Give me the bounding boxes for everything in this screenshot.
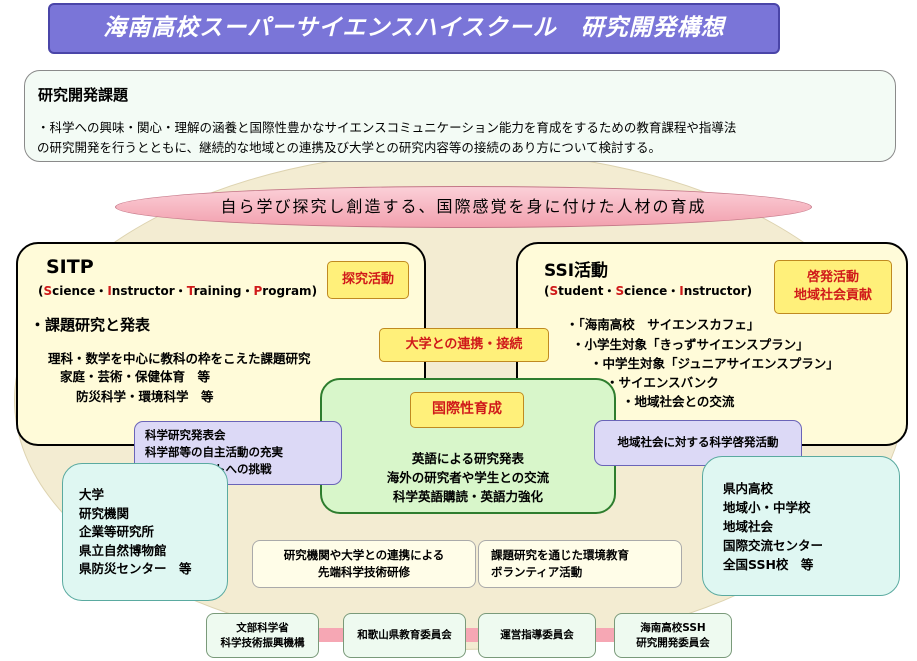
org-line: 科学技術振興機構: [220, 636, 305, 649]
international-item: 科学英語購読・英語力強化: [392, 489, 543, 504]
org-line: 海南高校SSH: [640, 621, 706, 634]
outreach-badge-line: 地域社会貢献: [793, 288, 872, 303]
org-line: 研究開発委員会: [636, 636, 710, 649]
research-topic-text-1: ・科学への興味・関心・理解の涵養と国際性豊かなサイエンスコミュニケーション能力を…: [37, 120, 737, 135]
ssi-title: SSI活動: [544, 261, 609, 281]
motto-ellipse: 自ら学び探究し創造する、国際感覚を身に付けた人材の育成: [115, 186, 812, 228]
partners-right-box: 県内高校 地域小・中学校 地域社会 国際交流センター 全国SSH校 等: [702, 456, 900, 596]
training-note-line: 研究機関や大学との連携による: [283, 548, 445, 562]
club-activity-item: 科学研究発表会: [145, 428, 226, 442]
partner-item: 県立自然博物館: [79, 542, 167, 558]
sitp-subtitle: (Science・Instructor・Training・Program): [38, 284, 318, 298]
international-badge: 国際性育成: [410, 392, 524, 428]
ssi-item: ・小学生対象「きっずサイエンスプラン」: [572, 337, 809, 352]
research-topic-text-2: の研究開発を行うとともに、継続的な地域との連携及び大学との研究内容等の接続のあり…: [37, 140, 662, 155]
ssi-subtitle: (Student・Science・Instructor): [544, 284, 753, 298]
org-line: 和歌山県教育委員会: [357, 629, 452, 641]
partner-item: 県内高校: [723, 481, 774, 496]
org-line: 運営指導委員会: [500, 629, 574, 641]
partner-item: 国際交流センター: [723, 538, 824, 553]
inquiry-badge: 探究活動: [327, 261, 409, 299]
training-note-line: 先端科学技術研修: [318, 565, 410, 579]
volunteer-note-line: 課題研究を通じた環境教育: [491, 548, 629, 562]
sitp-item: 家庭・芸術・保健体育 等: [60, 369, 211, 384]
club-activity-item: 科学部等の自主活動の充実: [145, 445, 283, 459]
org-line: 文部科学省: [236, 621, 289, 634]
research-topic-panel: 研究開発課題 ・科学への興味・関心・理解の涵養と国際性豊かなサイエンスコミュニケ…: [24, 70, 896, 162]
partner-item: 研究機関: [79, 505, 130, 521]
training-note: 研究機関や大学との連携による 先端科学技術研修: [252, 540, 476, 588]
partners-left-box: 大学 研究機関 企業等研究所 県立自然博物館 県防災センター 等: [62, 463, 228, 601]
volunteer-note-line: ボランティア活動: [491, 565, 583, 579]
volunteer-note: 課題研究を通じた環境教育 ボランティア活動: [478, 540, 682, 588]
research-topic-heading: 研究開発課題: [38, 86, 129, 104]
sitp-item: 理科・数学を中心に教科の枠をこえた課題研究: [48, 351, 311, 366]
ssi-item: ・中学生対象「ジュニアサイエンスプラン」: [590, 356, 839, 371]
sitp-title: SITP: [46, 256, 94, 278]
org-wakayama-board: 和歌山県教育委員会: [343, 613, 466, 658]
partner-item: 地域社会: [723, 519, 774, 534]
outreach-badge: 啓発活動 地域社会貢献: [774, 260, 892, 314]
international-item: 英語による研究発表: [411, 451, 525, 466]
org-mext-jst: 文部科学省 科学技術振興機構: [206, 613, 319, 658]
ssi-item: ・地域社会との交流: [622, 394, 735, 409]
ssi-item: ・サイエンスバンク: [606, 375, 719, 390]
outreach-badge-line: 啓発活動: [806, 270, 859, 285]
page-title: 海南高校スーパーサイエンスハイスクール 研究開発構想: [48, 3, 780, 54]
partner-item: 企業等研究所: [79, 524, 155, 539]
partner-item: 地域小・中学校: [723, 500, 811, 515]
partner-item: 県防災センター 等: [79, 561, 192, 576]
org-steering-committee: 運営指導委員会: [478, 613, 596, 658]
ssi-item: ・「海南高校 サイエンスカフェ」: [566, 317, 760, 332]
partner-item: 大学: [79, 487, 105, 502]
university-link-badge: 大学との連携・接続: [379, 328, 549, 362]
org-kainan-ssh-committee: 海南高校SSH 研究開発委員会: [614, 613, 732, 658]
sitp-item: 防災科学・環境科学 等: [76, 389, 214, 404]
sitp-section: ・課題研究と発表: [30, 316, 151, 334]
partner-item: 全国SSH校 等: [723, 557, 814, 572]
international-item: 海外の研究者や学生との交流: [386, 470, 550, 485]
